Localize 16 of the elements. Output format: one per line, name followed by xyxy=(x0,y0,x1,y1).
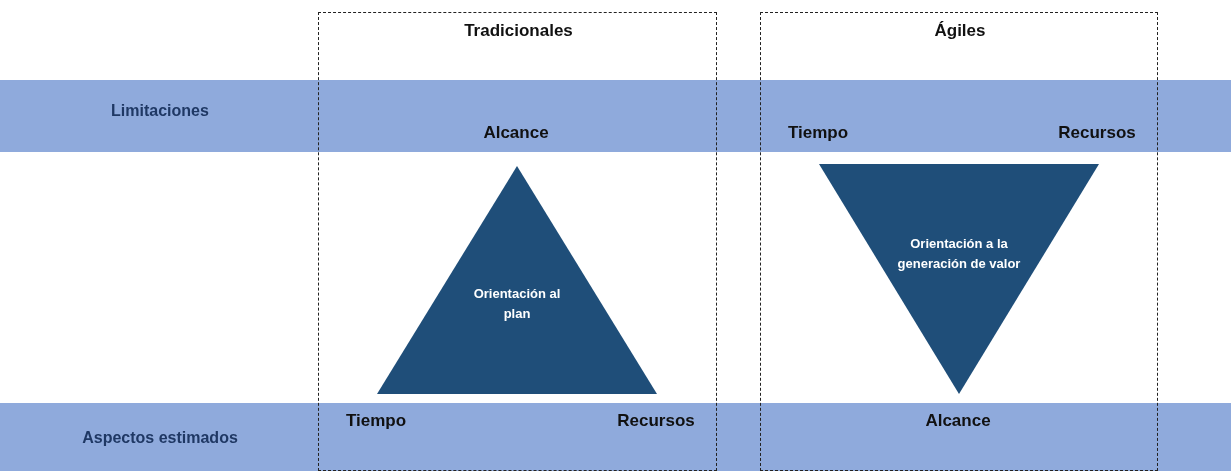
aspect-label: Tiempo xyxy=(345,411,407,431)
row-heading: Limitaciones xyxy=(110,102,210,120)
triangle-label: Orientación a la generación de valor xyxy=(896,235,1022,273)
aspect-label: Alcance xyxy=(925,411,991,431)
dashed-group-box xyxy=(318,12,717,471)
column-heading: Ágiles xyxy=(933,21,987,41)
aspect-label: Alcance xyxy=(483,123,549,143)
triangle-label: Orientación al plan xyxy=(472,285,562,323)
row-heading: Aspectos estimados xyxy=(81,429,239,447)
column-heading: Tradicionales xyxy=(463,21,574,41)
aspect-label: Recursos xyxy=(1058,123,1136,143)
band xyxy=(0,80,1231,152)
dashed-group-box xyxy=(760,12,1158,471)
band xyxy=(0,403,1231,471)
aspect-label: Tiempo xyxy=(787,123,849,143)
aspect-label: Recursos xyxy=(617,411,695,431)
